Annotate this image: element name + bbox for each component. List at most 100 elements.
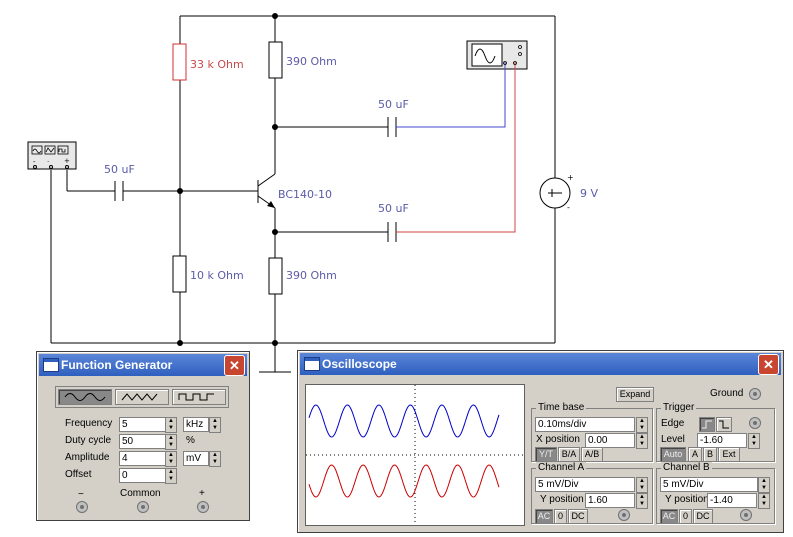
channel-a-ac-button[interactable]: AC <box>535 509 553 524</box>
amplitude-label: Amplitude <box>65 452 110 463</box>
function-generator-titlebar[interactable]: Function Generator ✕ <box>39 354 247 376</box>
oscilloscope-titlebar[interactable]: Oscilloscope ✕ <box>300 353 781 375</box>
channel-b-scale-spinner[interactable]: ▲▼ <box>758 477 770 493</box>
trigger-title: Trigger <box>661 402 697 413</box>
svg-text:·: · <box>47 158 49 166</box>
frequency-unit-field[interactable]: kHz <box>183 417 209 432</box>
channel-b-trace <box>308 464 500 498</box>
common-terminal-label: Common <box>120 488 161 499</box>
level-label: Level <box>661 434 685 445</box>
channel-b-ypos-input[interactable]: -1.40 <box>707 493 757 508</box>
c2-label: 50 uF <box>378 98 409 111</box>
battery-minus: - <box>567 203 570 212</box>
close-icon[interactable]: ✕ <box>758 354 779 375</box>
channel-b-terminal[interactable] <box>740 509 752 521</box>
frequency-label: Frequency <box>65 418 113 429</box>
channel-b-ac-button[interactable]: AC <box>660 509 678 524</box>
square-wave-button[interactable] <box>172 389 226 405</box>
falling-edge-button[interactable] <box>716 417 732 432</box>
plus-terminal[interactable] <box>197 501 209 513</box>
ab-mode-button[interactable]: A/B <box>581 447 603 462</box>
trigger-a-button[interactable]: A <box>688 447 702 462</box>
amplitude-spinner[interactable]: ▲▼ <box>165 451 177 467</box>
function-generator-instrument[interactable] <box>28 142 77 170</box>
expand-button[interactable]: Expand <box>616 387 654 402</box>
battery-plus: + <box>567 173 574 182</box>
falling-edge-icon <box>719 420 729 429</box>
r1-label: 33 k Ohm <box>190 58 244 71</box>
x-position-label: X position <box>536 434 580 445</box>
offset-label: Offset <box>65 469 92 480</box>
level-spinner[interactable]: ▲▼ <box>748 433 760 449</box>
offset-input[interactable]: 0 <box>119 468 167 483</box>
square-wave-icon <box>178 393 214 401</box>
oscilloscope-instrument[interactable] <box>467 41 528 70</box>
trigger-b-button[interactable]: B <box>703 447 717 462</box>
triangle-wave-button[interactable] <box>115 389 169 405</box>
waveform-selector <box>55 386 229 408</box>
scope-display <box>306 385 524 525</box>
r4-label: 390 Ohm <box>286 269 337 282</box>
time-base-spinner[interactable]: ▲▼ <box>636 417 648 433</box>
close-icon[interactable]: ✕ <box>224 355 245 376</box>
svg-text:-: - <box>33 158 36 166</box>
channel-b-dc-button[interactable]: DC <box>693 509 713 524</box>
trigger-ext-button[interactable]: Ext <box>718 447 740 462</box>
channel-b-scale-input[interactable]: 5 mV/Div <box>660 477 758 492</box>
ground-label: Ground <box>710 388 744 399</box>
transistor-label: BC140-10 <box>278 188 332 201</box>
channel-a-zero-button[interactable]: 0 <box>554 509 567 524</box>
function-generator-title: Function Generator <box>61 358 173 372</box>
frequency-unit-spinner[interactable]: ▲▼ <box>209 417 221 433</box>
yt-mode-button[interactable]: Y/T <box>535 447 557 462</box>
channel-b-zero-button[interactable]: 0 <box>679 509 692 524</box>
sine-wave-button[interactable] <box>58 389 112 405</box>
amplitude-input[interactable]: 4 <box>119 451 167 466</box>
duty-cycle-label: Duty cycle <box>65 435 112 446</box>
duty-cycle-input[interactable]: 50 <box>119 434 167 449</box>
channel-a-title: Channel A <box>536 462 587 473</box>
trigger-terminal[interactable] <box>749 417 761 429</box>
auto-trigger-button[interactable]: Auto <box>660 447 686 462</box>
time-base-input[interactable]: 0.10ms/div <box>535 417 635 432</box>
offset-spinner[interactable]: ▲▼ <box>165 468 177 484</box>
level-input[interactable]: -1.60 <box>697 433 747 448</box>
channel-a-trace <box>308 404 500 438</box>
frequency-spinner[interactable]: ▲▼ <box>165 417 177 433</box>
edge-label: Edge <box>661 418 685 429</box>
c3-label: 50 uF <box>378 202 409 215</box>
oscilloscope-window: Oscilloscope ✕ Expand Ground Time base 0… <box>297 350 784 533</box>
r2-label: 390 Ohm <box>286 55 337 68</box>
amplitude-unit-field[interactable]: mV <box>183 451 209 466</box>
x-position-spinner[interactable]: ▲▼ <box>636 433 648 449</box>
scope-screen <box>305 384 525 526</box>
window-icon <box>304 357 320 371</box>
amplitude-unit-spinner[interactable]: ▲▼ <box>209 451 221 467</box>
channel-a-ypos-label: Y position <box>540 494 584 505</box>
rising-edge-icon <box>702 420 712 429</box>
channel-a-scale-spinner[interactable]: ▲▼ <box>636 477 648 493</box>
ground-terminal[interactable] <box>749 388 761 400</box>
minus-terminal[interactable] <box>76 501 88 513</box>
channel-b-ypos-label: Y position <box>665 494 709 505</box>
channel-a-terminal[interactable] <box>618 509 630 521</box>
rising-edge-button[interactable] <box>699 417 715 432</box>
duty-cycle-spinner[interactable]: ▲▼ <box>165 434 177 450</box>
channel-b-group: Channel B 5 mV/Div ▲▼ Y position -1.40 ▲… <box>656 462 775 524</box>
channel-a-dc-button[interactable]: DC <box>568 509 588 524</box>
common-terminal[interactable] <box>137 501 149 513</box>
channel-b-title: Channel B <box>661 462 712 473</box>
window-icon <box>43 358 59 372</box>
trigger-group: Trigger Edge Level -1.60 ▲▼ Auto A B Ext <box>656 402 775 462</box>
channel-a-ypos-input[interactable]: 1.60 <box>585 493 635 508</box>
plus-terminal-label: + <box>199 488 205 499</box>
frequency-input[interactable]: 5 <box>119 417 167 432</box>
channel-a-ypos-spinner[interactable]: ▲▼ <box>636 493 648 509</box>
triangle-wave-icon <box>121 393 158 401</box>
channel-b-ypos-spinner[interactable]: ▲▼ <box>758 493 770 509</box>
battery-label: 9 V <box>580 187 599 200</box>
ba-mode-button[interactable]: B/A <box>558 447 580 462</box>
x-position-input[interactable]: 0.00 <box>585 433 635 448</box>
channel-a-scale-input[interactable]: 5 mV/Div <box>535 477 635 492</box>
